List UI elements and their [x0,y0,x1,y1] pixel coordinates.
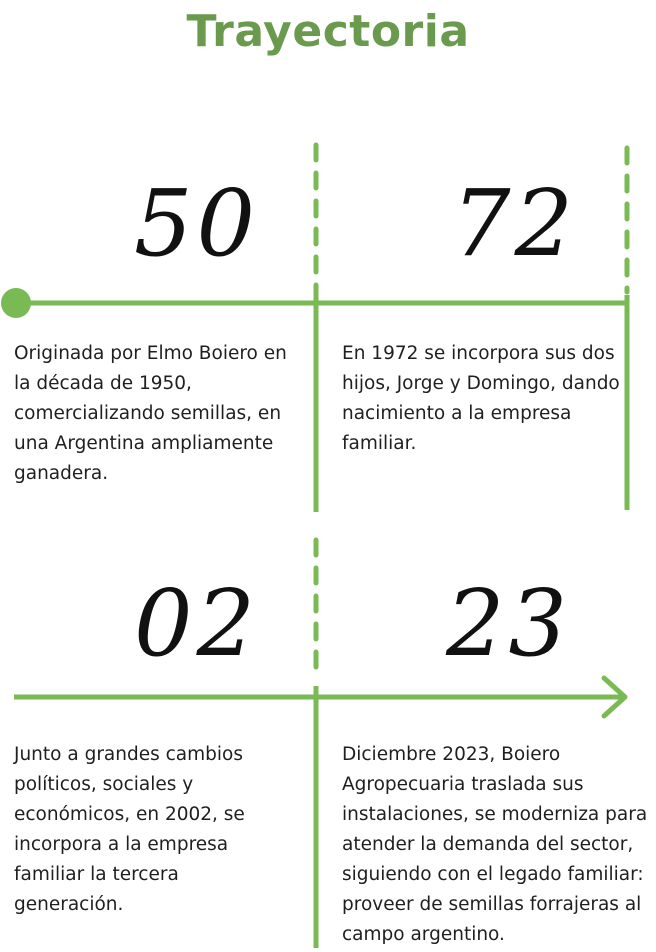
milestone-year-1950: 50 [134,170,260,277]
milestone-year-2023: 23 [446,570,572,677]
section-title: Trayectoria [186,6,470,57]
timeline-arrow-head [601,675,628,719]
milestone-year-2002: 02 [134,570,260,677]
timeline-start-dot [1,288,31,318]
milestone-text-1950: Originada por Elmo Boiero en la década d… [14,343,287,484]
milestone-text-2023: Diciembre 2023, Boiero Agropecuaria tras… [342,744,648,945]
milestone-text-2002: Junto a grandes cambios políticos, socia… [14,744,245,915]
milestone-year-1972: 72 [452,170,578,277]
milestone-text-1972: En 1972 se incorpora sus dos hijos, Jorg… [342,343,620,454]
